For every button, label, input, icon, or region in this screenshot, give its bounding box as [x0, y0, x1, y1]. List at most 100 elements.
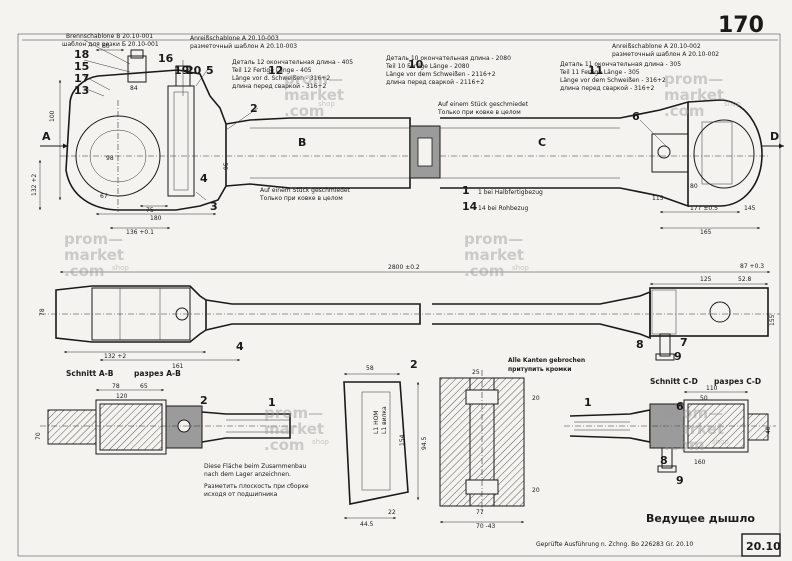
legend-semi-finished: 1 bei Halbfertigbezug [478, 189, 543, 196]
section-arrow-a: A [42, 130, 51, 143]
callout-2-block: 2 [410, 358, 418, 371]
surface-note-de2: nach dem Lager anzeichnen. [204, 471, 291, 478]
template-left-ru: шаблон для резки Б 20.10-001 [62, 41, 159, 48]
dim-52-8: 52.8 [738, 276, 752, 283]
callout-10: 10 [408, 58, 424, 71]
dim-58: 58 [366, 365, 374, 372]
callout-20: 20 [186, 64, 202, 77]
wedge-detail: 58 44.5 22 94.5 154 L1 НОМ L1 вилка [343, 365, 428, 528]
dim-70-ab: 70 [35, 432, 42, 440]
svg-text:prom—: prom— [664, 404, 723, 422]
forged-note-ru: Только при ковке в целом [437, 109, 521, 116]
edges-note-ru: притупить кромки [508, 366, 571, 373]
dim-70-43: 70 -43 [476, 523, 496, 530]
template-mid-ru: разметочный шаблон А 20.10-003 [190, 43, 297, 50]
callout-15: 15 [74, 60, 89, 73]
dim-136: 136 +0.1 [126, 229, 154, 236]
svg-text:shop: shop [112, 264, 129, 272]
dim-165: 165 [700, 229, 712, 236]
dim-120-ab: 120 [116, 393, 128, 400]
callout-1-cd: 1 [584, 396, 592, 409]
detail11-line4: длина перед сваркой - 316+2 [560, 85, 655, 92]
dim-100: 100 [49, 110, 56, 122]
dim-115: 115 [652, 195, 664, 202]
dim-94-5: 94.5 [421, 436, 428, 450]
section-mark-b: B [298, 136, 306, 149]
forged-note-de: Auf einem Stück geschmiedet [438, 101, 529, 108]
callout-7: 7 [680, 336, 688, 349]
svg-text:.com: .com [264, 436, 305, 454]
callout-6-cd: 6 [676, 400, 684, 413]
dim-40: 40 [765, 426, 772, 434]
svg-text:market: market [64, 246, 124, 264]
svg-text:prom—: prom— [64, 230, 123, 248]
callout-8-cd: 8 [660, 454, 668, 467]
svg-text:market: market [464, 246, 524, 264]
callout-9-side: 9 [674, 350, 682, 363]
dim-75: 75 [146, 207, 154, 214]
legend-raw: 14 bei Rohbezug [478, 205, 528, 212]
svg-text:.com: .com [664, 436, 705, 454]
callout-4: 4 [200, 172, 208, 185]
detail11-line2: Teil 11 Fertige Länge - 305 [559, 69, 640, 76]
rod-plan-view: A D B C [40, 39, 784, 212]
surface-note-ru2: исходя от подшипника [204, 491, 278, 498]
dim-132-side: 132 +2 [104, 353, 126, 360]
watermark-3: prom— market .com shop [64, 230, 129, 280]
detail10-line4: длина перед сваркой - 2116+2 [386, 79, 484, 86]
svg-text:prom—: prom— [264, 404, 323, 422]
sheet-code: 20.10 [746, 540, 781, 553]
svg-text:market: market [664, 420, 724, 438]
dim-160: 160 [694, 459, 706, 466]
template-left-de: Brennschablone B 20.10-001 [66, 33, 153, 40]
callout-11: 11 [588, 64, 603, 77]
watermark-6: prom— market .com shop [664, 404, 729, 454]
drawing-title: Ведущее дышло [646, 512, 755, 525]
callout-14: 14 [462, 200, 478, 213]
dim-20-block-b: 20 [532, 487, 540, 494]
callout-16: 16 [158, 52, 174, 65]
callout-5: 5 [206, 64, 214, 77]
dim-98: 98 [106, 155, 114, 162]
edges-note-de: Alle Kanten gebrochen [508, 357, 585, 364]
dim-22: 22 [388, 509, 396, 516]
detail10-line1: Деталь 10 окончательная длина - 2080 [386, 55, 511, 62]
watermark-4: prom— market .com shop [464, 230, 529, 280]
section-cd-drawing: 110 50 40 160 [564, 385, 776, 473]
sheet-frame [17, 33, 781, 557]
callout-6-top: 6 [632, 110, 640, 123]
dim-77: 77 [476, 509, 484, 516]
dim-65-ab: 65 [140, 383, 148, 390]
dim-145: 145 [744, 205, 756, 212]
template-right-ru: разметочный шаблон А 20.10-002 [612, 51, 719, 58]
svg-text:prom—: prom— [664, 70, 723, 88]
svg-text:shop: shop [712, 438, 729, 446]
dim-20-block: 20 [532, 395, 540, 402]
svg-text:.com: .com [664, 102, 705, 120]
detail11-line3: Länge vor dem Schweißen - 316+2 [560, 77, 666, 84]
section-cd-de: Schnitt C-D [650, 377, 698, 386]
dim-161: 161 [172, 363, 184, 370]
cut-label-1: L1 НОМ [373, 411, 380, 434]
section-cd-ru: разрез С-D [714, 377, 761, 386]
dim-154: 154 [399, 434, 406, 446]
watermark-5: prom— market .com shop [264, 404, 329, 454]
section-arrow-d: D [770, 130, 779, 143]
template-mid-de: Anreißschablone A 20.10-003 [190, 35, 279, 42]
dim-55: 155 [769, 314, 776, 326]
page-number: 170 [718, 13, 764, 38]
footer-note: Geprüfte Ausführung n. Zchng. Bo 226283 … [536, 541, 693, 548]
svg-text:prom—: prom— [464, 230, 523, 248]
svg-text:market: market [284, 86, 344, 104]
dim-25: 25 [472, 369, 480, 376]
callout-4-side: 4 [236, 340, 244, 353]
surface-note-ru1: Разметить плоскость при сборке [204, 483, 309, 490]
dim-50: 50 [700, 395, 708, 402]
callout-9-cd: 9 [676, 474, 684, 487]
svg-text:.com: .com [284, 102, 325, 120]
dim-overall-length: 2800 ±0.2 [388, 264, 420, 271]
plan-dimensions: 60 100 132 +2 180 136 +0.1 75 67 98 95 1… [31, 43, 760, 236]
dim-132: 132 +2 [31, 174, 38, 196]
